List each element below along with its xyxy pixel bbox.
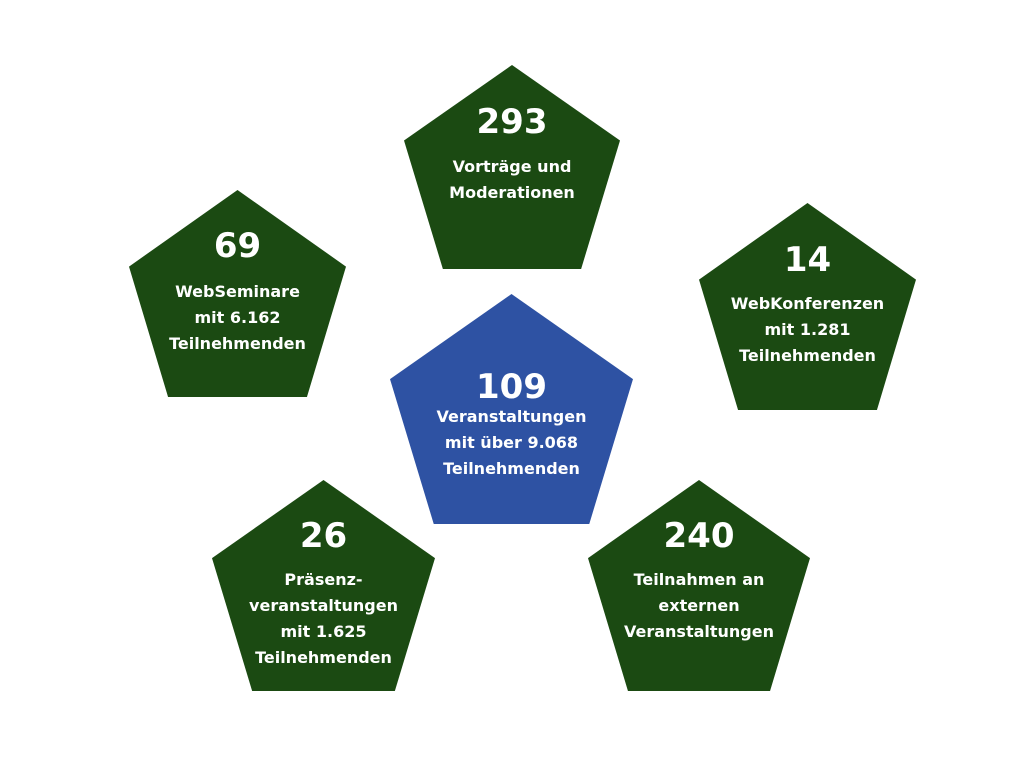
- pentagon-external-participations: 240 Teilnahmen an externen Veranstaltung…: [588, 480, 810, 691]
- stat-value: 14: [783, 240, 832, 280]
- stat-label: Vorträge und Moderationen: [449, 157, 575, 202]
- stat-value: 26: [299, 516, 348, 556]
- pentagon-events-total: 109 Veranstaltungen mit über 9.068 Teiln…: [390, 294, 633, 524]
- pentagon-talks-moderations: 293 Vorträge und Moderationen: [404, 65, 620, 269]
- stat-value: 293: [476, 102, 548, 142]
- stat-label: Teilnahmen an externen Veranstaltungen: [623, 570, 774, 641]
- stat-label: WebKonferenzen mit 1.281 Teilnehmenden: [730, 294, 885, 365]
- stat-value: 69: [213, 226, 262, 266]
- stat-label: WebSeminare mit 6.162 Teilnehmenden: [169, 282, 306, 353]
- pentagon-webseminars: 69 WebSeminare mit 6.162 Teilnehmenden: [129, 190, 346, 397]
- stat-value: 240: [663, 516, 735, 556]
- stat-label: Veranstaltungen mit über 9.068 Teilnehme…: [436, 407, 587, 478]
- stat-value: 109: [476, 367, 547, 407]
- pentagon-webconferences: 14 WebKonferenzen mit 1.281 Teilnehmende…: [699, 203, 916, 410]
- pentagon-in-person-events: 26 Präsenz- veranstaltungen mit 1.625 Te…: [212, 480, 435, 691]
- stat-label: Präsenz- veranstaltungen mit 1.625 Teiln…: [249, 570, 398, 667]
